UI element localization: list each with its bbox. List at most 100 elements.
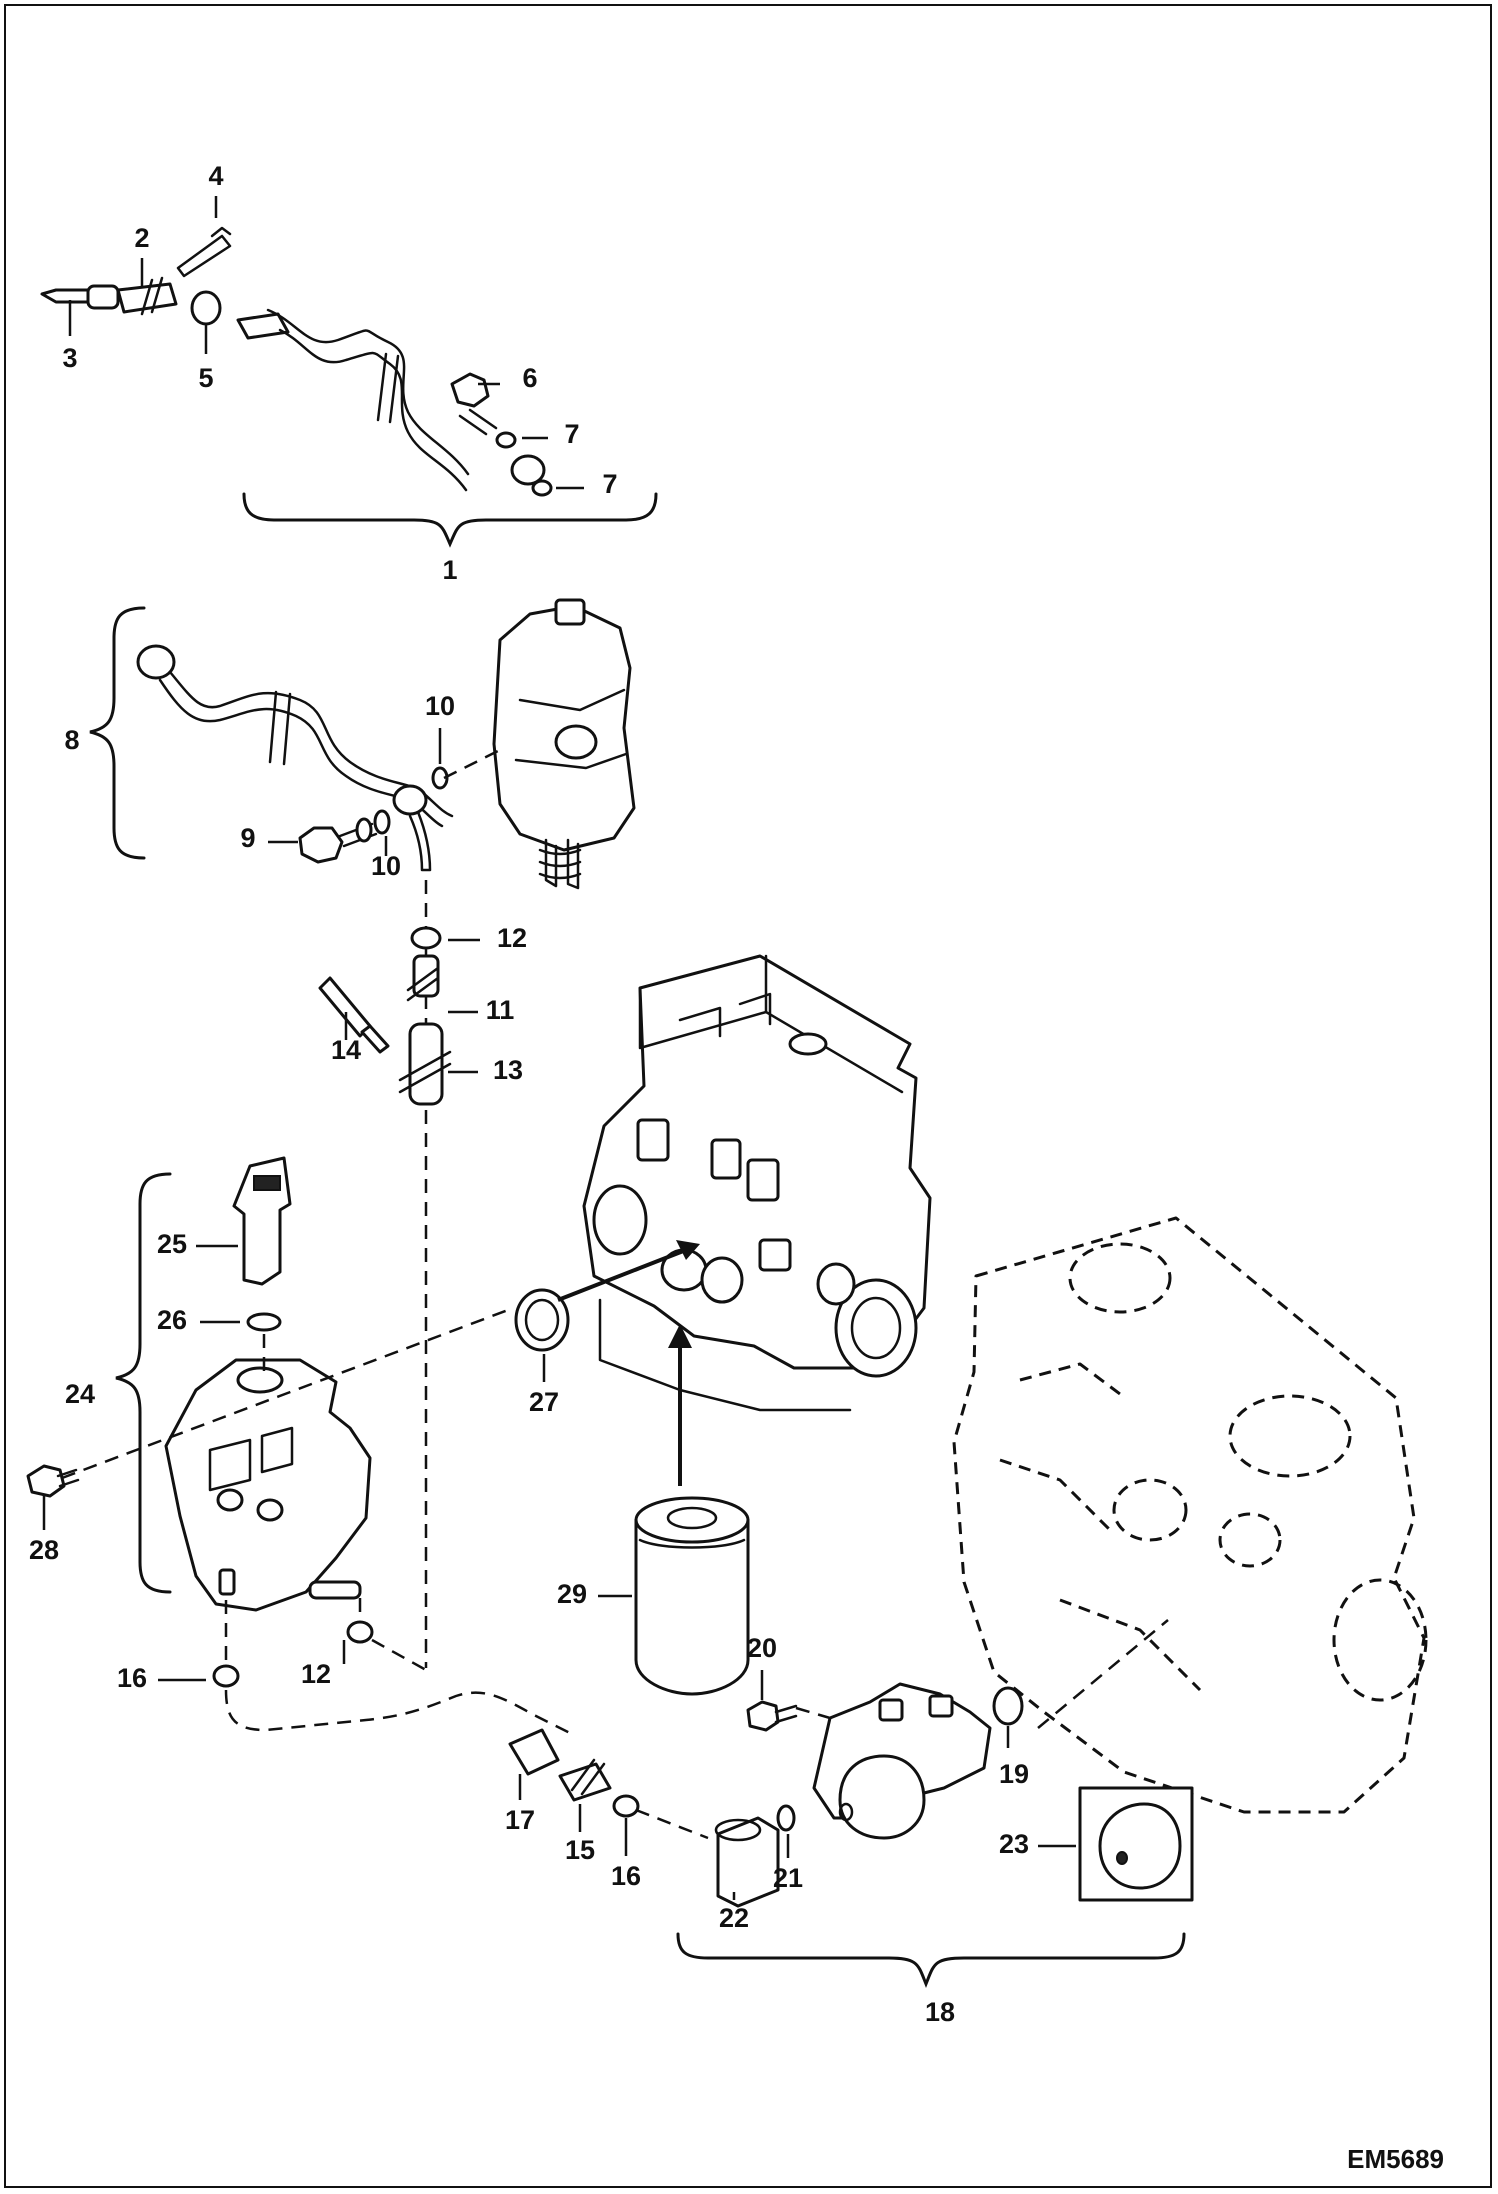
fuel-return-line-group [40,226,553,497]
bolt-part-9 [298,826,344,864]
injector-c [746,1158,780,1202]
hose-part-15 [558,1762,612,1802]
filter-top-center [666,1506,718,1530]
strainer-part-22 [716,1816,780,1908]
boss-phantom-a [1112,1478,1188,1542]
engine-valve-cover-ribs [678,992,772,1038]
callout-15: 15 [565,1835,595,1865]
engine-head-cover [638,954,904,1094]
hose-13-break [398,1050,452,1094]
washer-part-7-lower [531,479,553,497]
callout-26: 26 [157,1305,187,1335]
flywheel-phantom [1332,1578,1428,1702]
injector-b [710,1138,742,1180]
banjo-bolt-part-6 [450,372,490,408]
pump-tab-b [928,1694,954,1718]
hose-and-clamps-stack [318,926,452,1106]
head-port-a [216,1488,244,1512]
plug-part-28 [26,1464,66,1498]
callout-6: 6 [522,363,537,393]
plug-28-shank [56,1468,80,1488]
bolt-part-20 [746,1700,780,1732]
plug-to-engine-line [61,1308,509,1480]
return-tube [266,308,470,476]
callout-20: 20 [747,1633,777,1663]
callout-11: 11 [486,995,515,1025]
filter-rim [638,1538,746,1549]
engine-pulley-left [592,1184,648,1256]
head-side-nipple [308,1580,362,1600]
filter-head-body [164,1358,372,1612]
cylinder-phantom-b [1228,1394,1352,1478]
arrow-filter-to-engine [557,1248,687,1302]
filter-canister [634,1518,750,1696]
hose-part-13 [408,1022,444,1106]
clamp-part-12-lower [346,1620,374,1644]
callout-7-lower: 7 [602,469,617,499]
solenoid-connector [253,1175,281,1191]
callout-17: 17 [505,1805,535,1835]
pump-alignment-line [443,748,501,780]
callout-labels: 4 2 3 5 6 7 7 1 8 10 9 10 12 11 14 13 25… [29,161,1029,2027]
filter-to-pump-line [224,1600,577,1738]
callout-22: 22 [719,1903,749,1933]
callout-28: 28 [29,1535,59,1565]
pump-tab-a [878,1698,904,1722]
seal-27-inner [524,1298,560,1342]
washer-part-10-b [373,809,391,835]
head-port-b [256,1498,284,1522]
callout-23: 23 [999,1829,1029,1859]
seal-19-alignment [1037,1619,1169,1729]
callout-2: 2 [134,223,149,253]
callout-21: 21 [773,1863,803,1893]
callout-9: 9 [240,823,255,853]
pump-bowl-bolt [838,1802,854,1822]
fuel-port-on-engine [700,1256,744,1304]
engine-assembly [582,954,932,1412]
callout-16-right: 16 [611,1861,641,1891]
callout-27: 27 [529,1387,559,1417]
bolt-20-alignment [795,1706,831,1720]
callout-1: 1 [442,555,457,585]
engine-bracket [758,1238,792,1272]
tube-connector [236,312,290,340]
callout-18: 18 [925,1997,955,2027]
plug-tip [360,1024,390,1054]
plug-part-14 [318,976,372,1038]
callout-10-upper: 10 [425,691,455,721]
clip-hook [210,226,232,238]
arrow-head-1 [676,1240,700,1260]
callout-5: 5 [198,363,213,393]
line-eye-lower [392,784,428,816]
fuel-filter-part-29 [634,1496,750,1696]
washer-part-10-a [355,817,373,843]
pump-bowl [838,1754,926,1840]
bolt-20-shank [774,1704,798,1724]
callout-14: 14 [331,1035,361,1065]
bolt-shank [458,408,498,436]
pump-cover-part-23 [1098,1802,1182,1890]
boss-phantom-b [1218,1512,1282,1568]
seal-part-27 [514,1288,570,1352]
callout-24: 24 [65,1379,95,1409]
brace-group-24 [115,1172,172,1594]
seal-part-19 [992,1686,1024,1726]
drawing-id-label: EM5689 [1347,2144,1444,2174]
brace-group-18 [676,1932,1186,1989]
brace-group-1 [242,492,658,548]
clip-part-4 [176,234,232,278]
callout-3: 3 [62,343,77,373]
lift-pump-group [508,1682,1194,1908]
injection-line-group [136,598,636,890]
clamp-part-16-right [612,1794,640,1818]
callout-8: 8 [64,725,79,755]
solenoid-port [236,1366,284,1394]
head-outlet-nipple [218,1568,236,1596]
clamp-part-5 [190,290,222,326]
injector-a [636,1118,670,1162]
callout-13: 13 [493,1055,523,1085]
washer-part-7-upper [495,431,517,449]
washer-part-21 [776,1804,796,1832]
head-ports [208,1426,294,1492]
